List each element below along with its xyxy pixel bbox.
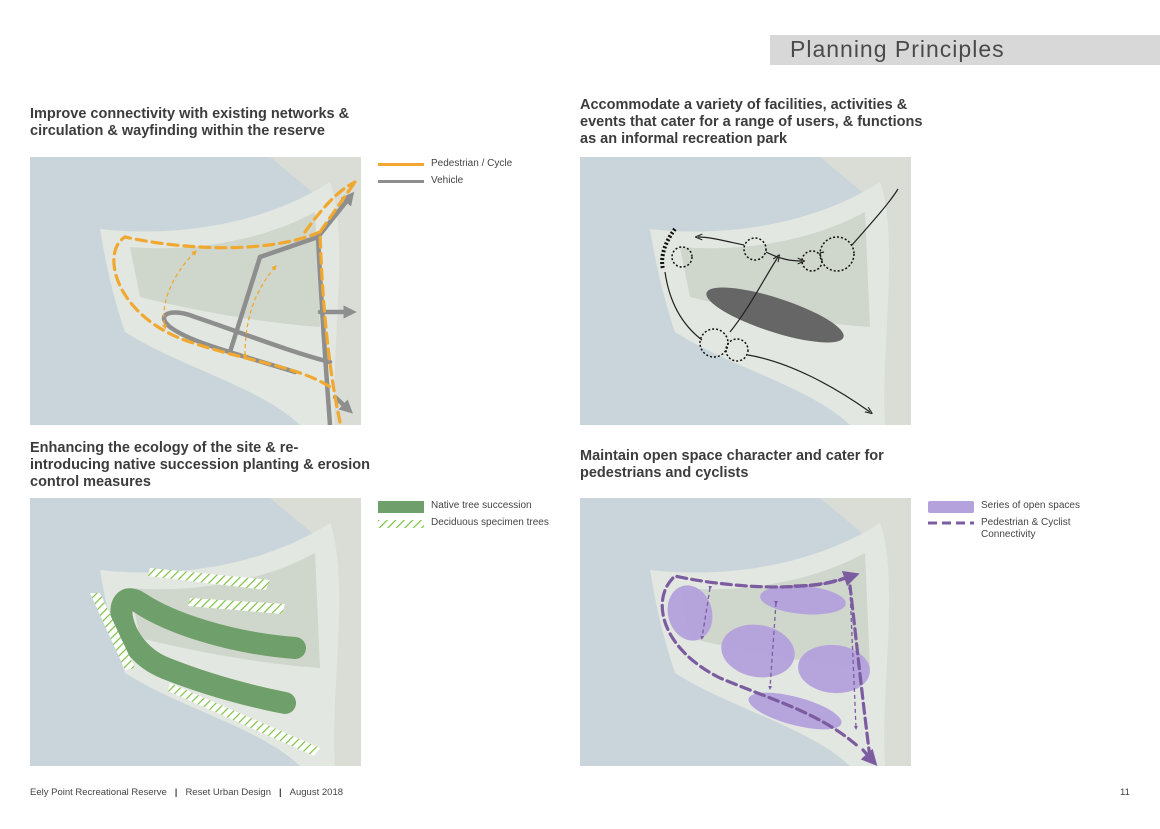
facilities-map (580, 157, 911, 425)
footer-project: Eely Point Recreational Reserve (30, 787, 167, 798)
footer-separator: | (278, 787, 282, 798)
open-space-map (580, 498, 911, 766)
open-space-heading: Maintain open space character and cater … (580, 448, 884, 481)
footer-date: August 2018 (289, 787, 344, 798)
legend-label: Pedestrian / Cycle (431, 158, 513, 169)
footer-separator: | (174, 787, 178, 798)
ecology-heading: Enhancing the ecology of the site & re-i… (30, 440, 370, 490)
legend-label: Vehicle (431, 175, 464, 186)
page-title: Planning Principles (790, 36, 1005, 62)
legend-label: Pedestrian & Cyclist Connectivity (981, 517, 1071, 540)
legend-label: Deciduous specimen trees (431, 517, 549, 528)
connectivity-map (30, 157, 361, 425)
ecology-map (30, 498, 361, 766)
connectivity-dash-swatch (928, 521, 974, 525)
footer: Eely Point Recreational Reserve | Reset Ur… (30, 787, 343, 798)
facilities-heading: Accommodate a variety of facilities, act… (580, 97, 923, 147)
connectivity-heading: Improve connectivity with existing netwo… (30, 106, 350, 139)
footer-company: Reset Urban Design (185, 787, 271, 798)
page-title-bar: Planning Principles (770, 35, 1160, 65)
deciduous-hatch-swatch (378, 520, 424, 528)
legend-label: Native tree succession (431, 500, 532, 511)
native-tree-swatch (378, 501, 424, 513)
legend-label: Series of open spaces (981, 500, 1080, 511)
pedestrian-cycle-swatch (378, 163, 424, 166)
vehicle-swatch (378, 180, 424, 183)
open-spaces-swatch (928, 501, 974, 513)
page-number: 11 (1120, 787, 1130, 798)
